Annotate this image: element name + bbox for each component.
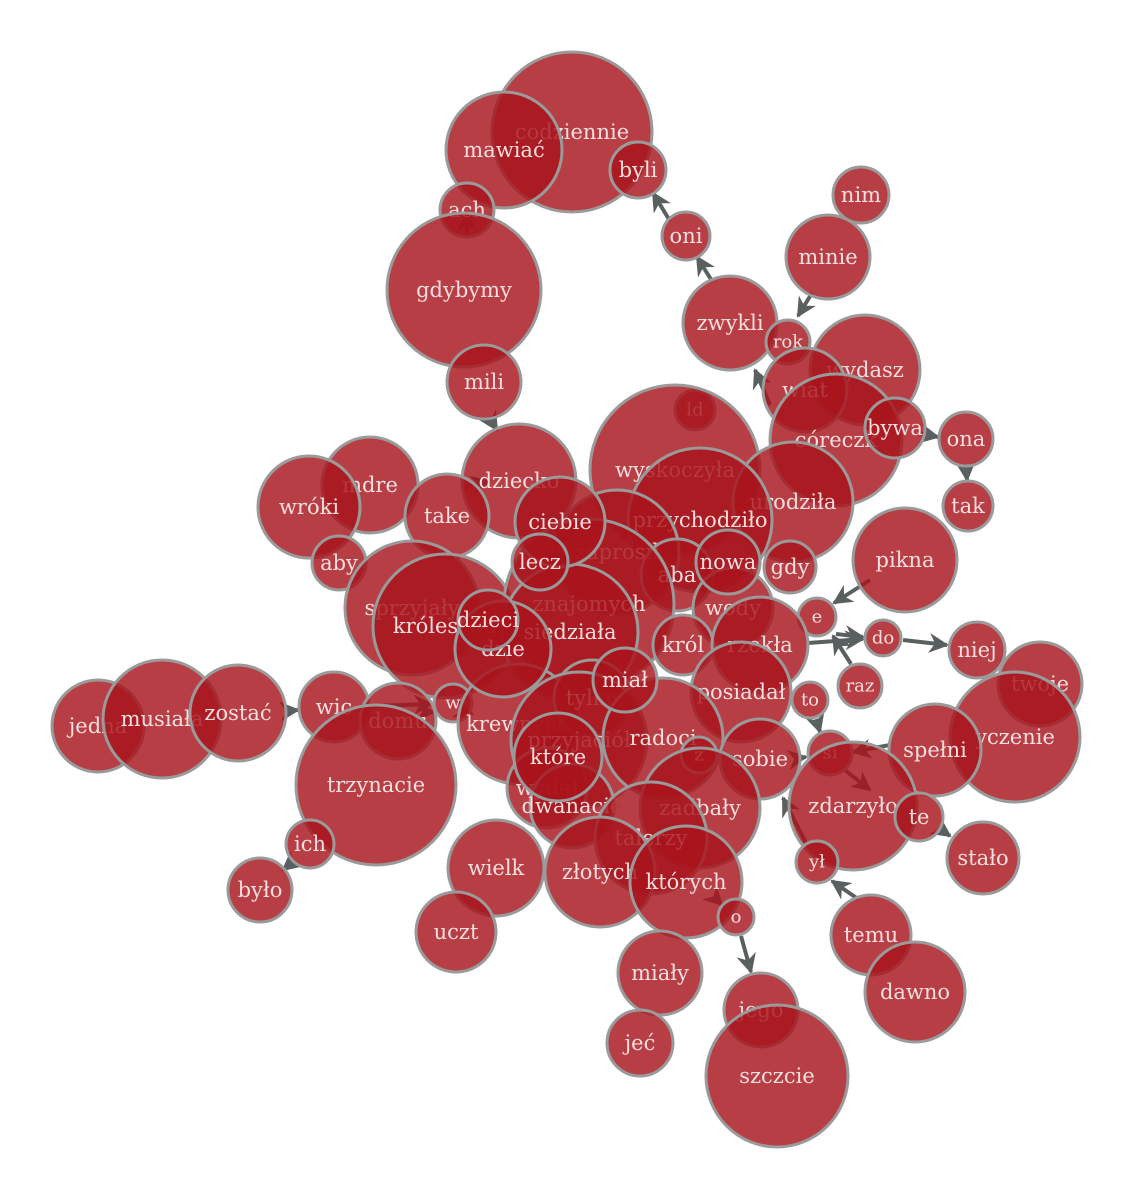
node-label: było bbox=[238, 878, 283, 902]
node-label: miały bbox=[631, 961, 689, 985]
edge-do-to-niej bbox=[903, 640, 947, 645]
node-minie: minie bbox=[786, 215, 870, 299]
node-nim: nim bbox=[833, 167, 889, 223]
node-label: trzynacie bbox=[327, 773, 425, 797]
node-dzieci: dzieci bbox=[457, 590, 519, 650]
node-piekna: pikna bbox=[853, 508, 957, 612]
node-label: do bbox=[872, 628, 894, 649]
node-label: ich bbox=[294, 832, 326, 856]
node-label: zostać bbox=[204, 701, 271, 725]
node-label: spełni bbox=[903, 738, 967, 762]
node-label: aby bbox=[320, 551, 358, 575]
node-label: ciebie bbox=[528, 510, 592, 534]
nodes-layer: codzienniemawiaćbyliachoninimminiegdyby… bbox=[52, 52, 1082, 1147]
node-label: stało bbox=[957, 846, 1008, 870]
edge-tez-to-stalo bbox=[940, 829, 950, 836]
node-label: yczenie bbox=[974, 725, 1055, 749]
node-tez: te bbox=[895, 793, 943, 841]
node-label: bywa bbox=[867, 416, 923, 440]
node-label: uczt bbox=[434, 920, 479, 944]
edge-o-to-jego bbox=[741, 936, 751, 972]
node-label: tak bbox=[951, 494, 985, 518]
node-ich: ich bbox=[286, 820, 334, 868]
node-misli: mili bbox=[447, 345, 521, 419]
node-ktore: które bbox=[514, 713, 602, 801]
node-label: złotych bbox=[562, 860, 638, 884]
node-oni: oni bbox=[662, 212, 710, 260]
node-label: to bbox=[801, 690, 819, 711]
node-label: te bbox=[909, 805, 930, 829]
node-niej: niej bbox=[949, 622, 1005, 678]
node-label: gdy bbox=[771, 555, 810, 579]
node-label: e bbox=[812, 607, 823, 628]
node-label: wielk bbox=[468, 856, 525, 880]
node-uczte: uczt bbox=[416, 892, 496, 972]
node-nowa: nowa bbox=[696, 530, 760, 594]
node-label: miał bbox=[602, 668, 648, 692]
node-do: do bbox=[865, 620, 901, 656]
node-zwykli: zwykli bbox=[683, 276, 777, 370]
node-jesc: jeć bbox=[607, 1010, 673, 1076]
node-raz: raz bbox=[838, 664, 882, 708]
node-label: dzieci bbox=[457, 608, 519, 632]
node-label: wróki bbox=[279, 495, 339, 519]
node-label: zwykli bbox=[696, 311, 763, 335]
node-label: których bbox=[646, 870, 727, 894]
node-label: take bbox=[424, 504, 470, 528]
node-bylo: było bbox=[228, 858, 292, 922]
node-label: ona bbox=[947, 427, 986, 451]
node-label: o bbox=[731, 907, 742, 928]
edge-to-to-sie bbox=[816, 719, 820, 732]
node-label: gdybymy bbox=[416, 278, 512, 302]
node-to: to bbox=[792, 682, 828, 718]
node-label: zdarzyło bbox=[808, 794, 897, 818]
node-bywa: bywa bbox=[865, 398, 925, 458]
node-zostac: zostać bbox=[190, 665, 286, 761]
node-lecz: lecz bbox=[512, 534, 568, 590]
node-label: lecz bbox=[519, 550, 561, 574]
node-label: temu bbox=[844, 923, 898, 947]
node-tak: tak bbox=[943, 481, 993, 531]
node-label: dawno bbox=[880, 980, 950, 1004]
node-label: nowa bbox=[700, 550, 757, 574]
node-dawno: dawno bbox=[865, 942, 965, 1042]
node-label: które bbox=[530, 745, 586, 769]
edge-temu-to-zyl bbox=[832, 881, 858, 899]
node-gdybysmy: gdybymy bbox=[387, 213, 541, 367]
node-label: nim bbox=[841, 183, 881, 207]
node-mial: miał bbox=[593, 648, 657, 712]
node-label: jeć bbox=[622, 1031, 656, 1055]
node-label: byli bbox=[619, 158, 658, 182]
node-label: oni bbox=[670, 224, 703, 248]
edge-ze-to-do bbox=[836, 634, 863, 637]
node-label: król bbox=[662, 633, 704, 657]
node-label: ył bbox=[808, 852, 825, 873]
node-zyl: ył bbox=[796, 841, 838, 883]
edge-rzekla-to-do bbox=[808, 639, 863, 643]
node-label: pikna bbox=[876, 548, 935, 572]
node-label: raz bbox=[846, 676, 875, 697]
node-szczescie: szczcie bbox=[706, 1005, 848, 1147]
node-gdy: gdy bbox=[764, 541, 816, 593]
node-mialy: miały bbox=[618, 931, 702, 1015]
node-label: niej bbox=[957, 638, 996, 662]
node-ona: ona bbox=[939, 412, 993, 466]
edge-ona-to-tak bbox=[966, 467, 967, 480]
edge-zwykli-to-oni bbox=[697, 257, 712, 281]
node-byli: byli bbox=[610, 142, 666, 198]
node-label: mawiać bbox=[463, 138, 544, 162]
node-stalo: stało bbox=[947, 822, 1019, 894]
edge-zostac-to-wiec bbox=[287, 710, 298, 711]
node-label: mili bbox=[464, 370, 504, 394]
edge-oni-to-byli bbox=[653, 193, 670, 221]
node-label: szczcie bbox=[739, 1064, 815, 1088]
node-o: o bbox=[718, 899, 754, 935]
node-label: minie bbox=[798, 245, 857, 269]
